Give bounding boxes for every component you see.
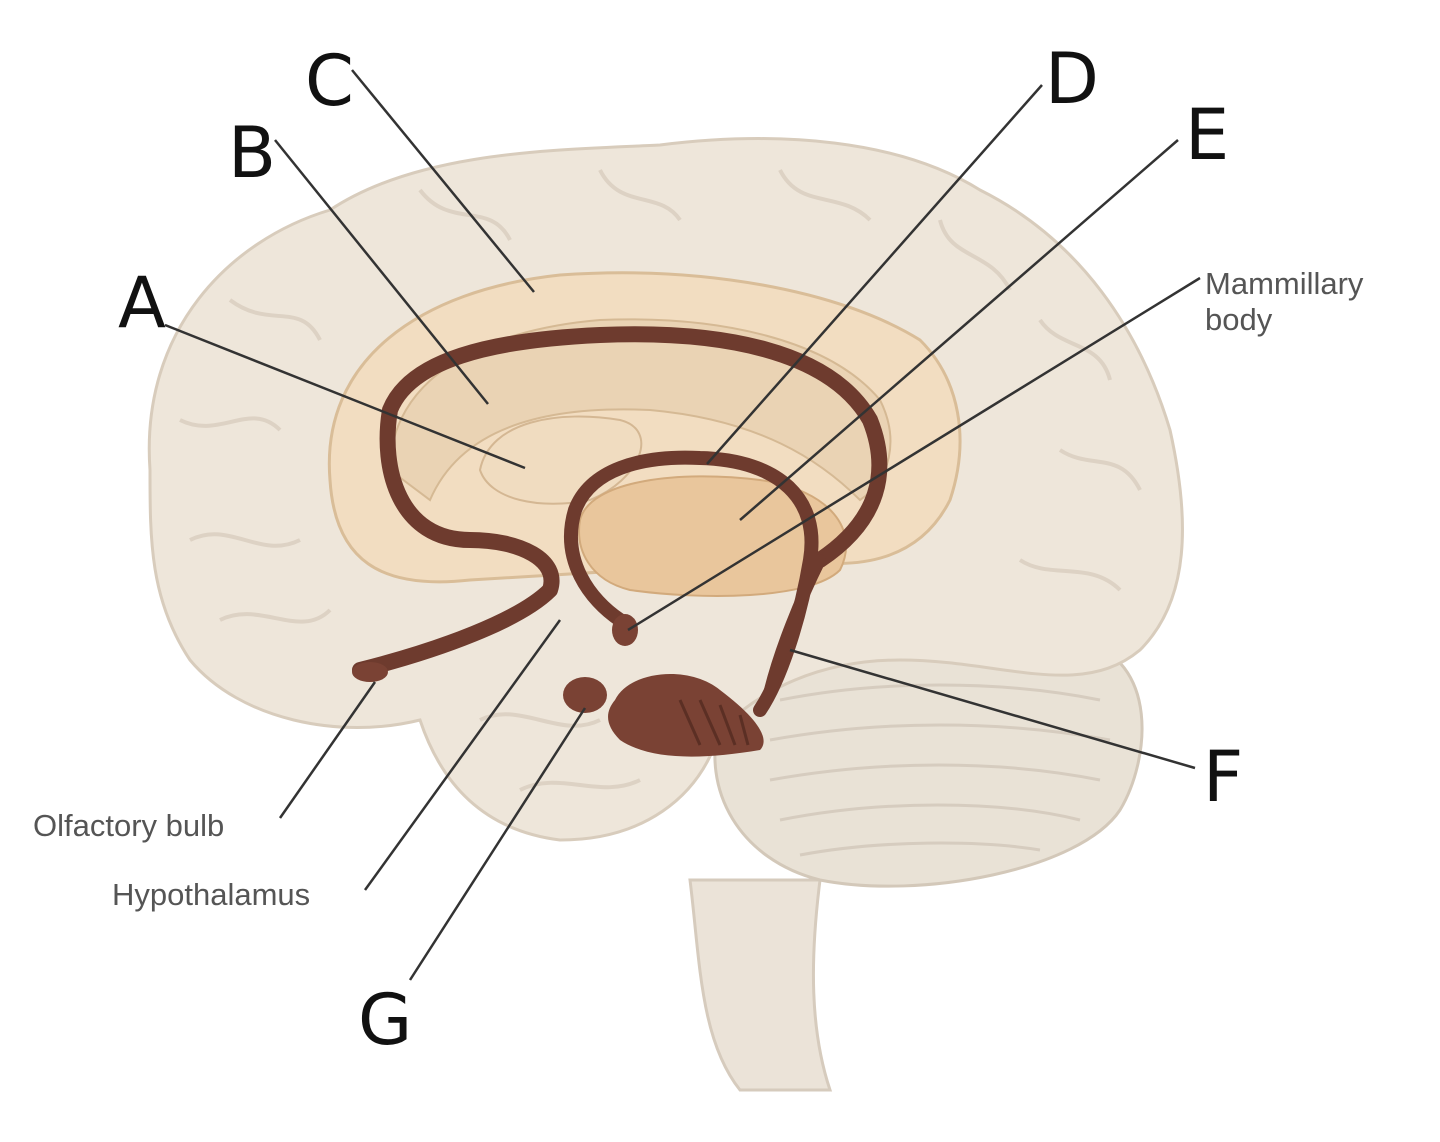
thalamus <box>578 475 847 597</box>
leader-olfactory <box>278 681 377 819</box>
leader-lines <box>164 69 1201 981</box>
leader-hypothalamus <box>363 619 562 891</box>
mammillary-line-1: Mammillary <box>1205 266 1364 301</box>
label-d: D <box>1045 38 1099 120</box>
label-hypothalamus: Hypothalamus <box>112 877 311 912</box>
label-a: A <box>118 262 166 344</box>
leader-mammillary <box>627 276 1201 632</box>
leader-b <box>274 139 489 405</box>
brain-stem <box>688 878 833 1092</box>
cingulum-tract <box>352 326 888 678</box>
label-olfactory-bulb: Olfactory bulb <box>33 808 225 843</box>
leader-e <box>739 139 1179 521</box>
cerebellum-folia <box>769 683 1111 857</box>
label-g: G <box>358 979 413 1061</box>
leader-g <box>408 707 587 981</box>
corpus-callosum <box>388 318 892 502</box>
label-b: B <box>228 112 277 194</box>
limbic-tracts <box>352 326 888 717</box>
leader-c <box>351 69 535 293</box>
leader-d <box>706 84 1043 465</box>
mammillary-bulb <box>612 614 638 646</box>
olfactory-bulb-shape <box>352 662 388 682</box>
hippocampus-ridges <box>678 699 750 746</box>
label-f: F <box>1203 736 1244 818</box>
gyri-texture <box>179 169 1142 792</box>
mammillary-line-2: body <box>1205 301 1273 337</box>
leader-f <box>789 648 1196 770</box>
label-e: E <box>1185 94 1230 176</box>
leader-a <box>164 323 526 470</box>
label-c: C <box>305 40 354 122</box>
stria-tract <box>764 554 826 696</box>
label-mammillary-body: Mammillary body <box>1205 266 1363 337</box>
amygdala-small <box>563 677 607 713</box>
